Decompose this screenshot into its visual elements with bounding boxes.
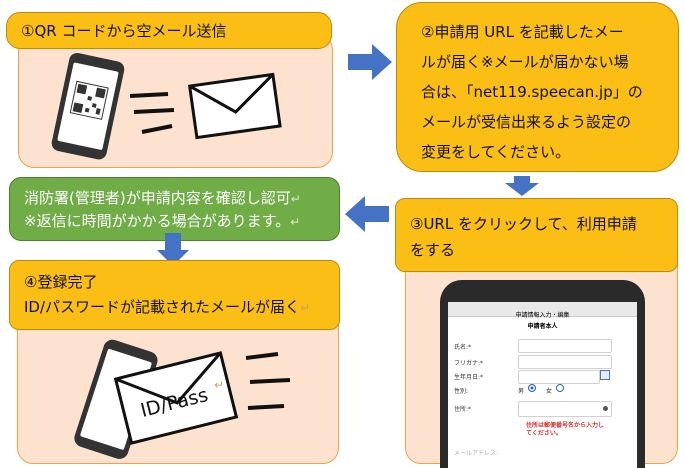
- form-address-note: 住所は郵便番号名から入力してください。: [526, 422, 605, 437]
- form-male-label: 男: [518, 388, 525, 395]
- step4-title-box: ④登録完了 ID/パスワードが記載されたメールが届く↵: [9, 260, 340, 330]
- arrow-down-approval-to-4: [157, 233, 189, 266]
- step2-line-5: 変更をしてください。: [421, 143, 571, 161]
- male-radio[interactable]: [528, 384, 536, 392]
- step3-title-box: ③URL をクリックして、利用申請 をする: [395, 198, 678, 272]
- approval-line-2: ※返信に時間がかかる場合があります。: [24, 212, 291, 230]
- location-pin-icon: [603, 406, 608, 411]
- approval-box: 消防署(管理者)が申請内容を確認し認可↵ ※返信に時間がかかる場合があります。↵: [9, 177, 340, 241]
- form-address-input[interactable]: [518, 401, 612, 417]
- approval-line-1: 消防署(管理者)が申請内容を確認し認可: [24, 189, 291, 207]
- step2-line-1: ②申請用 URL を記載したメー: [421, 23, 624, 41]
- phone-form-screen: 申請情報入力・編集 申請者本人 氏名:* フリガナ:* 生年月日:* 性別: 男…: [448, 302, 637, 468]
- form-section-title: 申請者本人: [527, 323, 558, 330]
- motion-lines-icon-2: [245, 352, 291, 410]
- form-birth-input[interactable]: [518, 370, 600, 384]
- form-name-label: 氏名:*: [454, 344, 472, 351]
- step2-box: ②申請用 URL を記載したメー ルが届く※メールが届かない場 合は、「net1…: [396, 2, 679, 172]
- calendar-icon[interactable]: [600, 370, 610, 380]
- step2-line-2: ルが届く※メールが届かない場: [421, 53, 629, 71]
- arrow-down-2-to-3: [505, 176, 539, 196]
- arrow-left-3-to-approval: [345, 196, 389, 232]
- envelope-icon: [187, 72, 282, 140]
- credentials-envelope: [113, 351, 239, 445]
- step1-title: ①QR コードから空メール送信: [21, 22, 227, 40]
- arrow-right-1-to-2: [348, 44, 392, 80]
- step3-line-1: ③URL をクリックして、利用申請: [410, 215, 637, 233]
- form-name-input[interactable]: [518, 339, 612, 353]
- step2-line-3: 合は、「net119.speecan.jp」の: [421, 83, 643, 101]
- motion-lines-icon: [129, 92, 175, 134]
- form-gender-label: 性別:: [454, 388, 469, 395]
- form-header: 申請情報入力・編集: [515, 312, 570, 319]
- step1-title-box: ①QR コードから空メール送信: [6, 12, 332, 49]
- form-birth-label: 生年月日:*: [454, 374, 484, 381]
- step2-line-4: メールが受信出来るよう設定の: [421, 113, 632, 131]
- qr-phone-illustration: [51, 52, 125, 160]
- form-address-label: 住所:*: [454, 406, 472, 413]
- form-kana-input[interactable]: [518, 355, 612, 369]
- step3-line-2: をする: [410, 241, 456, 259]
- step4-subtitle: ID/パスワードが記載されたメールが届く: [24, 298, 301, 316]
- form-kana-label: フリガナ:*: [454, 360, 484, 367]
- form-header-bar: 申請情報入力・編集: [448, 302, 637, 319]
- envelope-return-mark: ↵: [214, 378, 225, 392]
- form-female-label: 女: [546, 388, 553, 395]
- form-email-label: メールアドレス:: [454, 450, 499, 457]
- step4-title: ④登録完了: [24, 273, 98, 291]
- female-radio[interactable]: [556, 384, 564, 392]
